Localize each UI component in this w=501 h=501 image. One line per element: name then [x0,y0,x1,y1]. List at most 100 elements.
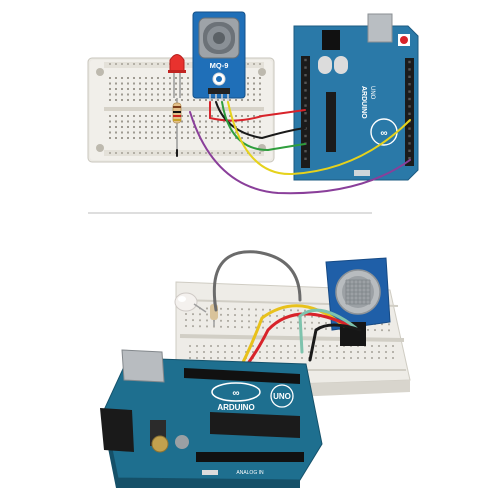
breadboard-hole [169,115,171,117]
breadboard-hole [127,82,129,85]
header-pin [408,68,411,71]
rail-hole [199,152,201,154]
rail-hole [151,63,153,65]
photo-breadboard-hole [392,345,394,347]
photo-breadboard-hole [196,345,198,347]
breadboard-hole [229,99,231,101]
photo-digital-header [184,368,300,384]
breadboard-hole [115,99,117,101]
wire-black [215,101,306,140]
photo-breadboard-hole [185,313,187,315]
wire-green [221,101,306,152]
photo-breadboard-hole [245,351,247,353]
breadboard-hole [139,137,141,139]
breadboard-hole [163,131,165,134]
photo-breadboard-hole [192,325,194,328]
breadboard-hole [223,99,225,101]
breadboard-hole [217,120,219,123]
photo-breadboard-hole [192,313,194,316]
photo-breadboard-hole [343,351,345,353]
header-pin [408,149,411,152]
photo-breadboard-hole [189,351,191,353]
breadboard-hole [259,88,261,90]
photo-breadboard-hole [297,327,299,330]
breadboard-hole [109,120,111,123]
breadboard-hole [247,77,249,79]
rail-hole [163,152,165,154]
photo-breadboard-hole [385,357,387,359]
breadboard-hole [241,137,243,139]
header-pin [408,90,411,93]
rail-hole [133,152,135,154]
photo-breadboard-hole [199,325,201,328]
breadboard-hole [241,115,243,117]
rail-hole [253,63,255,65]
photo-arduino-logo [211,382,261,402]
photo-breadboard-hole [231,351,233,353]
breadboard-hole [157,137,159,139]
breadboard-hole [229,115,231,117]
breadboard-hole [235,137,237,139]
photo-breadboard-hole [266,351,268,353]
breadboard-hole [253,131,255,134]
photo-breadboard-hole [227,320,229,322]
breadboard-hole [121,88,123,90]
breadboard-hole [259,82,261,85]
photo-breadboard-hole [206,313,208,316]
photo-breadboard-hole [336,345,338,347]
mount-hole [258,68,266,76]
mount-hole [96,68,104,76]
header-pin [408,127,411,130]
breadboard-hole [181,93,183,96]
breadboard-hole [163,126,165,128]
photo-breadboard-hole [350,351,352,353]
breadboard-hole [247,120,249,123]
breadboard-hole [139,88,141,90]
photo-breadboard-hole [269,308,271,311]
breadboard-hole [217,126,219,128]
rail-hole [259,63,261,65]
breadboard-hole [151,99,153,101]
header-pin [304,112,307,115]
board-model-label: UNO [369,86,375,100]
breadboard-hole [133,120,135,123]
breadboard-hole [253,120,255,123]
breadboard-hole [247,82,249,85]
photo-breadboard-hole [241,308,243,311]
breadboard-hole [163,88,165,90]
photo-breadboard-hole [294,351,296,353]
photo-breadboard-hole [203,351,205,353]
photo-breadboard-hole [199,313,201,316]
photo-breadboard-hole [210,351,212,353]
breadboard-hole [115,82,117,85]
photo-breadboard-hole [283,327,285,329]
breadboard-hole [205,99,207,101]
breadboard-hole [133,126,135,128]
breadboard-hole [151,88,153,90]
breadboard-hole [139,93,141,96]
breadboard-hole [133,131,135,134]
header-pin [304,150,307,153]
photo-breadboard-hole [259,357,261,359]
breadboard-hole [157,99,159,101]
photo-arduino-uno: ∞ ARDUINO UNO ANALOG IN [100,349,323,488]
photo-breadboard-hole [322,345,324,347]
breadboard-hole [109,93,111,96]
photo-breadboard-hole [269,314,271,317]
breadboard-hole [127,99,129,101]
breadboard-hole [211,137,213,139]
photo-breadboard-hole [283,321,285,323]
header-pin [408,60,411,64]
header-pin [304,119,307,122]
header-pin [408,157,411,160]
photo-breadboard-hole [255,314,257,317]
breadboard-hole [181,137,183,139]
photo-breadboard-hole [227,326,229,328]
wire-red [209,101,306,122]
photo-breadboard-hole [189,357,191,359]
header-pin [304,74,307,77]
photo-breadboard-hole [378,351,380,353]
breadboard-hole [121,77,123,79]
photo-breadboard-hole [185,325,187,327]
breadboard-hole [121,126,123,128]
